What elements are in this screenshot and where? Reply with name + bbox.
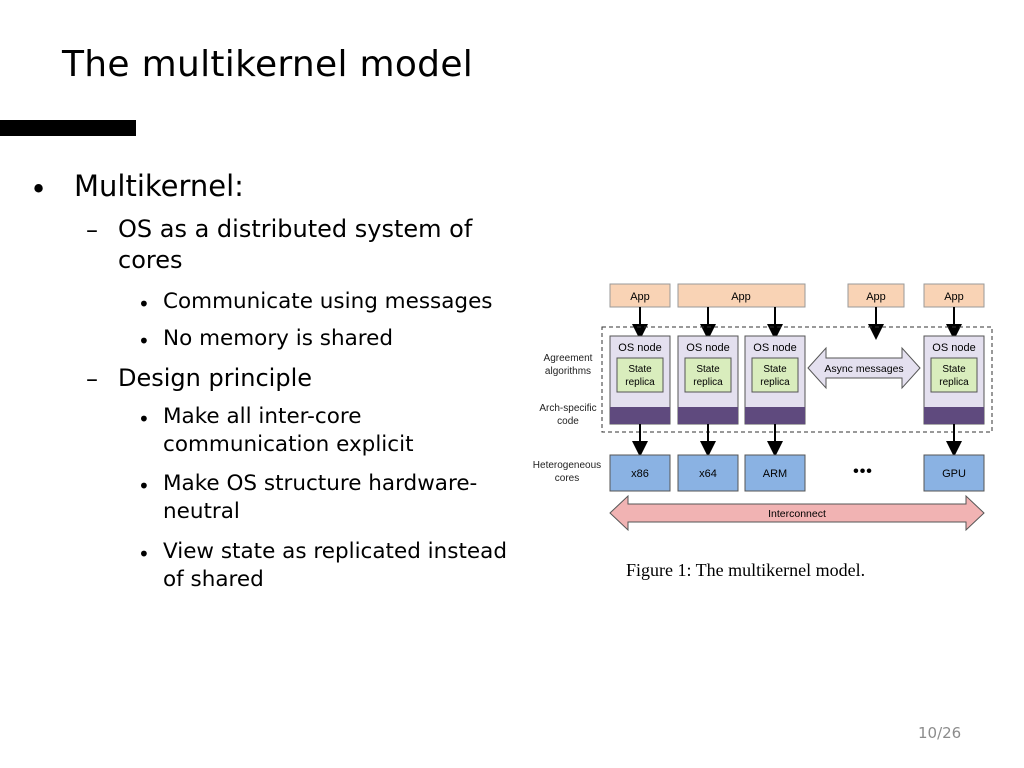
arch-label-2: code <box>557 416 579 427</box>
interconnect-label: Interconnect <box>768 508 826 520</box>
state-label: State <box>696 364 720 375</box>
slide-title: The multikernel model <box>62 44 474 85</box>
replica-label: replica <box>693 377 723 388</box>
os-boundary <box>601 326 993 433</box>
app-label: App <box>944 291 964 303</box>
bullet-replicated: View state as replicated instead of shar… <box>163 539 507 592</box>
bullet-marker: • <box>138 329 150 353</box>
bullet-communicate: Communicate using messages <box>163 289 493 314</box>
app-box: App <box>609 283 671 308</box>
hetero-label-2: cores <box>555 473 579 484</box>
dash-marker: – <box>86 365 98 393</box>
row-labels: Agreement algorithms Arch-specific code … <box>533 353 601 484</box>
bullet-multikernel: Multikernel: <box>74 169 244 203</box>
bullet-os-distributed: OS as a distributed system of cores <box>118 215 473 275</box>
interconnect-arrow: Interconnect <box>609 494 985 532</box>
app-to-os-arrows <box>632 307 962 340</box>
bullet-marker: • <box>138 292 150 316</box>
os-node: OS node State replica <box>677 335 739 425</box>
replica-label: replica <box>939 377 969 388</box>
bullet-marker: • <box>30 172 48 206</box>
hetero-label-1: Heterogeneous <box>533 460 601 471</box>
replica-label: replica <box>760 377 790 388</box>
state-label: State <box>763 364 787 375</box>
bullet-marker: • <box>138 474 150 498</box>
os-node-label: OS node <box>686 342 729 354</box>
bullet-hardware-neutral: Make OS structure hardware-neutral <box>163 471 478 524</box>
async-messages-label: Async messages <box>824 363 903 375</box>
title-underline-bar <box>0 120 136 136</box>
ellipsis: ••• <box>853 463 873 480</box>
core-label: ARM <box>763 468 787 480</box>
core-label: x86 <box>631 468 649 480</box>
app-box: App <box>847 283 905 308</box>
agreement-label-1: Agreement <box>544 353 593 364</box>
os-to-core-arrows <box>632 424 962 457</box>
bullet-no-memory: No memory is shared <box>163 326 393 351</box>
core-label: x64 <box>699 468 717 480</box>
app-label: App <box>731 291 751 303</box>
app-label: App <box>866 291 886 303</box>
os-node-label: OS node <box>618 342 661 354</box>
bullet-design-principle: Design principle <box>118 364 313 392</box>
replica-label: replica <box>625 377 655 388</box>
os-node: OS node State replica <box>923 335 985 425</box>
figure-caption: Figure 1: The multikernel model. <box>626 560 866 580</box>
async-messages-arrow: Async messages <box>807 346 921 390</box>
bullet-marker: • <box>138 542 150 566</box>
core-box: ARM <box>744 454 806 492</box>
state-label: State <box>628 364 652 375</box>
core-box: GPU <box>923 454 985 492</box>
agreement-label-2: algorithms <box>545 366 591 377</box>
arch-label-1: Arch-specific <box>539 403 596 414</box>
core-box: x64 <box>677 454 739 492</box>
app-box: App <box>677 283 806 308</box>
multikernel-diagram: App App App App OS node State replica OS… <box>533 283 993 532</box>
core-box: x86 <box>609 454 671 492</box>
state-label: State <box>942 364 966 375</box>
bullet-marker: • <box>138 407 150 431</box>
os-node: OS node State replica <box>744 335 806 425</box>
bullet-explicit: Make all inter-core communication explic… <box>163 404 414 457</box>
dash-marker: – <box>86 216 98 244</box>
os-node-label: OS node <box>753 342 796 354</box>
core-label: GPU <box>942 468 966 480</box>
os-node-label: OS node <box>932 342 975 354</box>
os-node: OS node State replica <box>609 335 671 425</box>
app-box: App <box>923 283 985 308</box>
page-number: 10/26 <box>918 724 962 742</box>
app-label: App <box>630 291 650 303</box>
